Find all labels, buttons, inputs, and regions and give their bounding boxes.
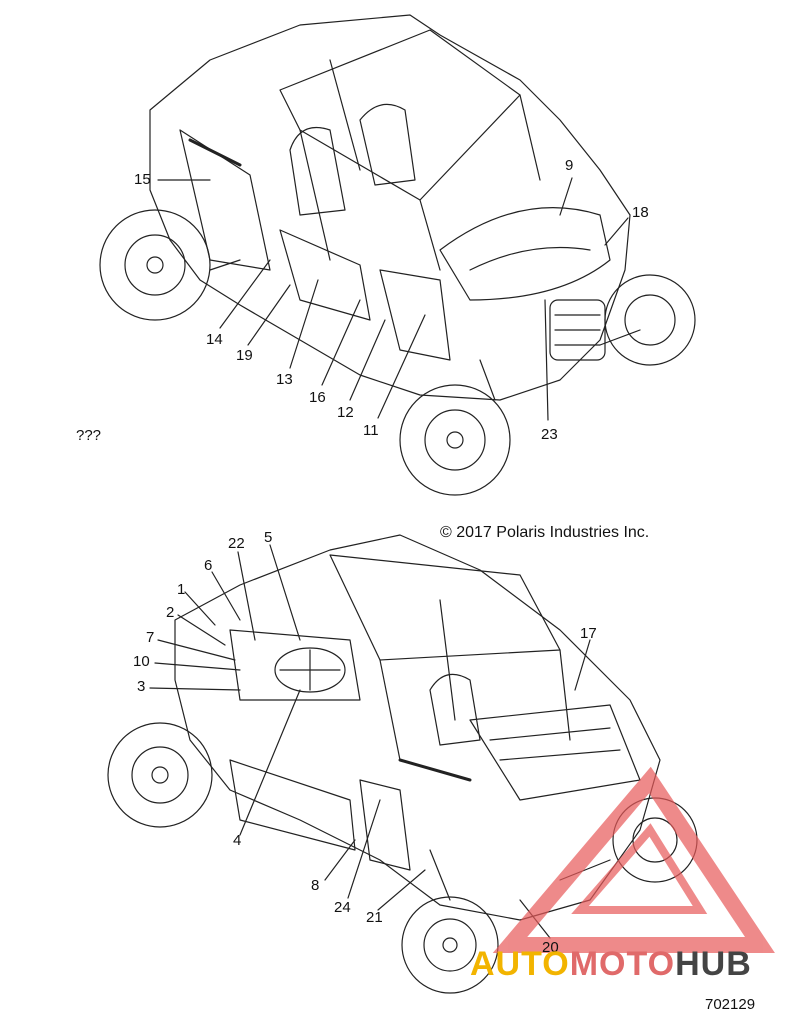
callout-1: 1 <box>177 581 186 598</box>
watermark-moto: MOTO <box>569 945 676 983</box>
drawing-number: 702129 <box>705 996 756 1013</box>
callout-17: 17 <box>580 625 597 642</box>
callout-23: 23 <box>541 426 558 443</box>
watermark-hub: HUB <box>675 945 752 983</box>
callout-20: 20 <box>542 939 559 956</box>
top-vehicle-illustration <box>99 14 696 496</box>
callout-16: 16 <box>309 389 326 406</box>
callout-11: 11 <box>363 422 379 439</box>
callout-7: 7 <box>146 629 155 646</box>
callout-5: 5 <box>264 529 273 546</box>
callout-6: 6 <box>204 557 213 574</box>
callout-19: 19 <box>236 347 253 364</box>
callout-14: 14 <box>206 331 223 348</box>
callout-2: 2 <box>166 604 175 621</box>
callout-9: 9 <box>565 157 574 174</box>
callout-12: 12 <box>337 404 354 421</box>
callout-13: 13 <box>276 371 293 388</box>
callout-10: 10 <box>133 653 150 670</box>
watermark-logo: AUTOMOTOHUB <box>470 945 752 984</box>
callout-15: 15 <box>134 171 151 188</box>
watermark-auto: AUTO <box>470 945 570 983</box>
callout-4: 4 <box>233 832 242 849</box>
callout-8: 8 <box>311 877 320 894</box>
callout-3: 3 <box>137 678 146 695</box>
unknown-mark: ??? <box>76 427 102 444</box>
callout-21: 21 <box>366 909 383 926</box>
watermark-triangle <box>492 766 775 953</box>
bottom-vehicle-illustration <box>107 534 698 994</box>
callout-18: 18 <box>632 204 649 221</box>
callout-22: 22 <box>228 535 245 552</box>
copyright-notice: © 2017 Polaris Industries Inc. <box>440 524 650 541</box>
callout-24: 24 <box>334 899 351 916</box>
